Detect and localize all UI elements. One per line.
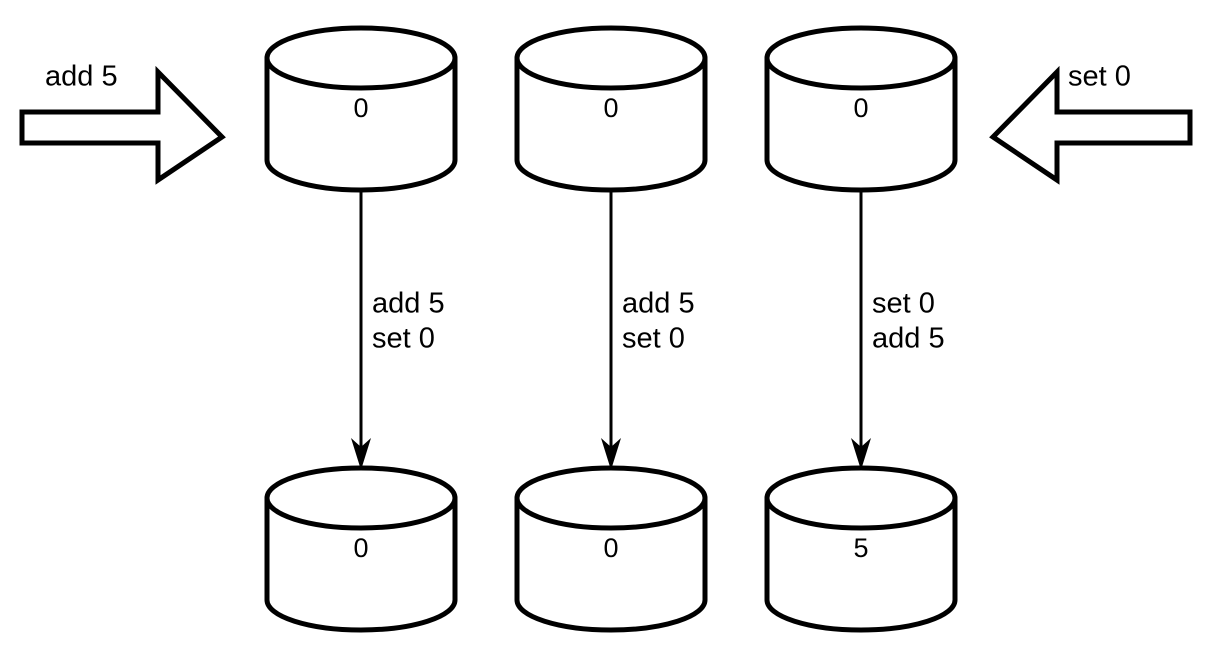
replica-1-top-cylinder-body xyxy=(264,55,458,193)
replica-1-top-cylinder-lid xyxy=(264,25,458,91)
replica-1-bottom-cylinder-body xyxy=(264,495,458,633)
block-arrow-right-shape xyxy=(19,65,226,185)
replica-1-top-value: 0 xyxy=(353,93,368,123)
input-arrow-left-label: add 5 xyxy=(45,61,118,93)
block-arrow-left-shape xyxy=(989,65,1193,185)
replica-2-bottom-cylinder-body xyxy=(514,495,708,633)
replica-2-top-cylinder-body xyxy=(514,55,708,193)
replica-3-edge-label-line2: add 5 xyxy=(872,323,945,355)
replica-3-top-value: 0 xyxy=(853,93,868,123)
replica-3-edge-label-line1: set 0 xyxy=(872,288,935,320)
replica-2-bottom-cylinder[interactable]: 0 xyxy=(514,465,708,633)
replica-3-bottom-cylinder-lid xyxy=(764,465,958,531)
replica-3-connector xyxy=(851,190,871,470)
replica-2-bottom-value: 0 xyxy=(603,533,618,563)
replica-2-edge-label-line1: add 5 xyxy=(622,288,695,320)
replica-1-edge-label-line2: set 0 xyxy=(372,323,435,355)
replica-1-bottom-cylinder-lid xyxy=(264,465,458,531)
replica-2-bottom-cylinder-lid xyxy=(514,465,708,531)
replica-3-top-cylinder-body xyxy=(764,55,958,193)
replica-3-connector-arrowhead xyxy=(851,438,871,470)
replica-2-connector xyxy=(601,190,621,470)
replica-1-connector-arrowhead xyxy=(351,438,371,470)
replica-2-top-cylinder-lid xyxy=(514,25,708,91)
replica-1-edge-label-line1: add 5 xyxy=(372,288,445,320)
replica-1-connector xyxy=(351,190,371,470)
input-arrow-right[interactable] xyxy=(989,65,1193,185)
replica-2-top-cylinder[interactable]: 0 xyxy=(514,25,708,193)
replica-3-top-cylinder[interactable]: 0 xyxy=(764,25,958,193)
replica-1-bottom-value: 0 xyxy=(353,533,368,563)
input-arrow-left[interactable] xyxy=(19,65,226,185)
input-arrow-right-label: set 0 xyxy=(1068,61,1131,93)
replica-3-bottom-cylinder-body xyxy=(764,495,958,633)
replica-3-bottom-cylinder[interactable]: 5 xyxy=(764,465,958,633)
replica-3-bottom-value: 5 xyxy=(853,533,868,563)
replica-1-bottom-cylinder[interactable]: 0 xyxy=(264,465,458,633)
replica-3-top-cylinder-lid xyxy=(764,25,958,91)
replica-1-top-cylinder[interactable]: 0 xyxy=(264,25,458,193)
replica-2-connector-arrowhead xyxy=(601,438,621,470)
replica-2-edge-label-line2: set 0 xyxy=(622,323,685,355)
replica-2-top-value: 0 xyxy=(603,93,618,123)
